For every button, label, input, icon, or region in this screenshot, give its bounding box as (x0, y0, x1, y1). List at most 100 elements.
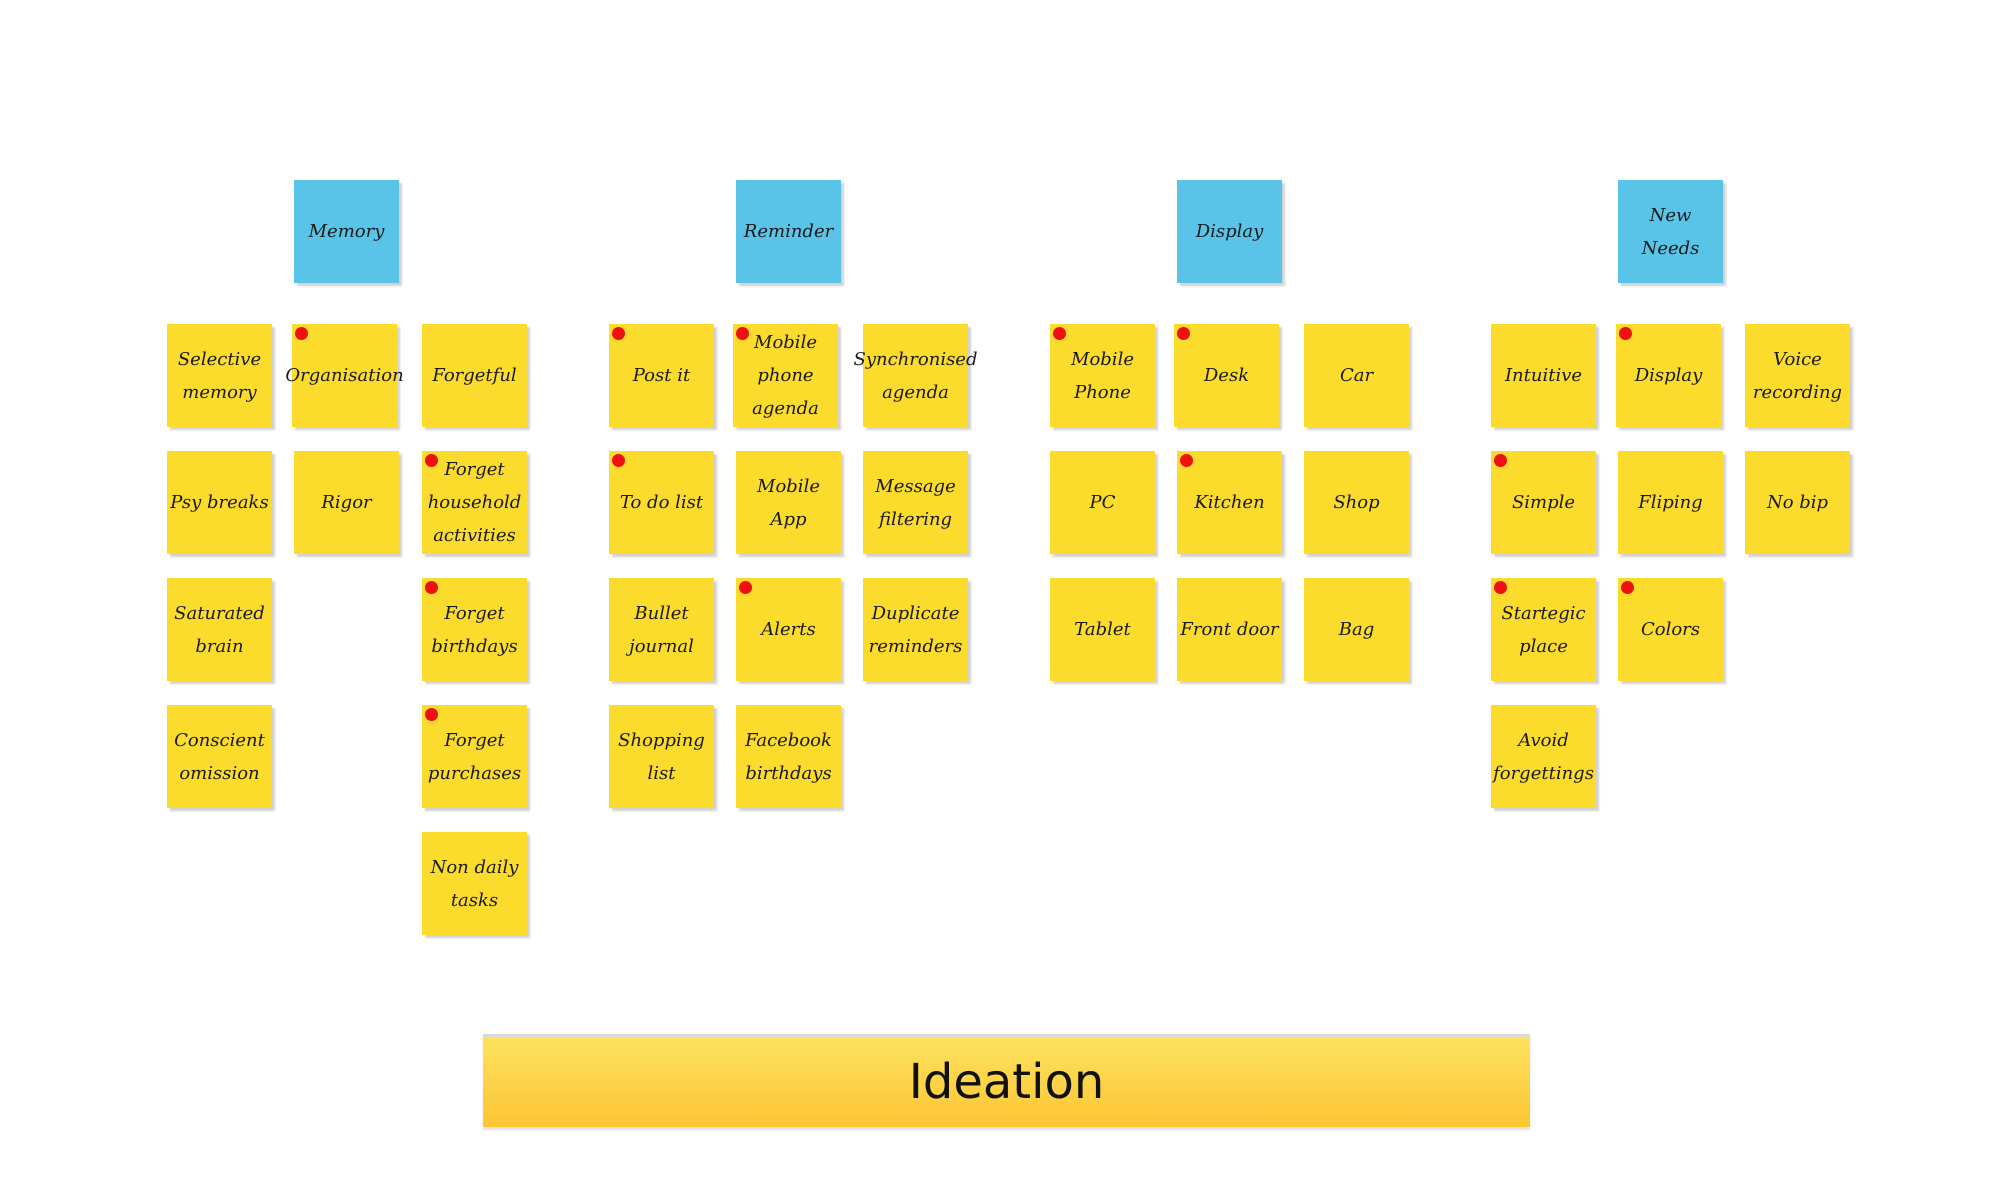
note-text: To do list (619, 492, 704, 513)
header-note-reminder[interactable]: Reminder (736, 180, 841, 283)
sticky-note[interactable]: Message filtering (863, 451, 968, 554)
sticky-note[interactable]: Shopping list (609, 705, 714, 808)
note-text: Selective memory (177, 348, 262, 403)
sticky-note[interactable]: Avoid forgettings (1491, 705, 1596, 808)
header-note-new-needs[interactable]: New Needs (1618, 180, 1723, 283)
banner-title: Ideation (908, 1054, 1105, 1110)
note-text: Startegic place (1501, 602, 1586, 657)
sticky-note[interactable]: Conscient omission (167, 705, 272, 808)
note-text: Display (1634, 365, 1703, 386)
sticky-note[interactable]: Desk (1174, 324, 1279, 427)
note-text: Car (1339, 365, 1374, 386)
note-text: Kitchen (1194, 492, 1265, 513)
note-text: Fliping (1638, 492, 1703, 513)
red-dot-marker (1494, 454, 1507, 467)
red-dot-marker (1177, 327, 1190, 340)
sticky-note[interactable]: Front door (1177, 578, 1282, 681)
red-dot-marker (295, 327, 308, 340)
note-text: Organisation (285, 365, 404, 386)
sticky-note[interactable]: No bip (1745, 451, 1850, 554)
sticky-note[interactable]: To do list (609, 451, 714, 554)
sticky-note[interactable]: Selective memory (167, 324, 272, 427)
note-text: Front door (1180, 619, 1279, 640)
sticky-note[interactable]: Forget household activities (422, 451, 527, 554)
header-note-display[interactable]: Display (1177, 180, 1282, 283)
sticky-note[interactable]: Tablet (1050, 578, 1155, 681)
note-text: Rigor (321, 492, 372, 513)
note-text: Voice recording (1752, 348, 1843, 403)
header-note-label: Display (1195, 221, 1264, 242)
note-text: Message filtering (875, 475, 956, 530)
sticky-note[interactable]: Fliping (1618, 451, 1723, 554)
note-text: Conscient omission (174, 729, 265, 784)
note-text: No bip (1766, 492, 1829, 513)
red-dot-marker (1180, 454, 1193, 467)
sticky-note[interactable]: Mobile App (736, 451, 841, 554)
note-text: Mobile App (757, 475, 820, 530)
sticky-note[interactable]: Organisation (285, 324, 404, 427)
ideation-banner: Ideation (483, 1034, 1530, 1127)
sticky-note[interactable]: Psy breaks (167, 451, 272, 554)
sticky-note[interactable]: Kitchen (1177, 451, 1282, 554)
sticky-note[interactable]: Intuitive (1491, 324, 1596, 427)
sticky-note[interactable]: Duplicate reminders (863, 578, 968, 681)
note-text: Psy breaks (170, 492, 269, 513)
sticky-note[interactable]: Display (1616, 324, 1721, 427)
red-dot-marker (612, 454, 625, 467)
sticky-note[interactable]: Saturated brain (167, 578, 272, 681)
sticky-note[interactable]: Facebook birthdays (736, 705, 841, 808)
red-dot-marker (425, 454, 438, 467)
sticky-note[interactable]: Bullet journal (609, 578, 714, 681)
header-note-label: Reminder (743, 221, 834, 242)
note-text: Bullet journal (629, 602, 694, 657)
note-text: Non daily tasks (430, 856, 519, 911)
sticky-note[interactable]: Forget birthdays (422, 578, 527, 681)
note-text: Saturated brain (174, 602, 265, 657)
sticky-note[interactable]: Forgetful (422, 324, 527, 427)
header-note-label: Memory (308, 221, 385, 242)
note-text: Forget birthdays (431, 602, 518, 657)
note-text: Alerts (761, 619, 816, 640)
note-text: Mobile phone agenda (752, 332, 819, 419)
red-dot-marker (1053, 327, 1066, 340)
note-text: Intuitive (1504, 365, 1583, 386)
note-text: Desk (1203, 365, 1250, 386)
sticky-note[interactable]: Rigor (294, 451, 399, 554)
note-text: PC (1089, 492, 1116, 513)
red-dot-marker (1621, 581, 1634, 594)
sticky-note[interactable]: PC (1050, 451, 1155, 554)
note-text: Forget household activities (427, 459, 522, 546)
header-note-label: New Needs (1641, 204, 1700, 259)
red-dot-marker (425, 581, 438, 594)
note-text: Colors (1640, 619, 1701, 640)
red-dot-marker (1494, 581, 1507, 594)
sticky-note[interactable]: Colors (1618, 578, 1723, 681)
red-dot-marker (736, 327, 749, 340)
sticky-note[interactable]: Bag (1304, 578, 1409, 681)
sticky-note[interactable]: Alerts (736, 578, 841, 681)
red-dot-marker (612, 327, 625, 340)
sticky-note[interactable]: Non daily tasks (422, 832, 527, 935)
note-text: Synchronised agenda (853, 348, 978, 403)
sticky-note[interactable]: Synchronised agenda (854, 324, 978, 427)
sticky-note[interactable]: Startegic place (1491, 578, 1596, 681)
note-text: Forget purchases (427, 729, 522, 784)
header-note-memory[interactable]: Memory (294, 180, 399, 283)
red-dot-marker (1619, 327, 1632, 340)
note-text: Avoid forgettings (1493, 729, 1594, 784)
sticky-note[interactable]: Voice recording (1745, 324, 1850, 427)
sticky-note[interactable]: Post it (609, 324, 714, 427)
sticky-note[interactable]: Forget purchases (422, 705, 527, 808)
note-text: Simple (1511, 492, 1576, 513)
note-text: Post it (632, 365, 691, 386)
sticky-note[interactable]: Car (1304, 324, 1409, 427)
sticky-note[interactable]: Shop (1304, 451, 1409, 554)
note-text: Bag (1338, 619, 1375, 640)
note-text: Shopping list (618, 729, 705, 784)
note-text: Shop (1333, 492, 1380, 513)
sticky-note[interactable]: Mobile Phone (1050, 324, 1155, 427)
sticky-note[interactable]: Mobile phone agenda (733, 324, 838, 427)
sticky-note[interactable]: Simple (1491, 451, 1596, 554)
red-dot-marker (739, 581, 752, 594)
red-dot-marker (425, 708, 438, 721)
